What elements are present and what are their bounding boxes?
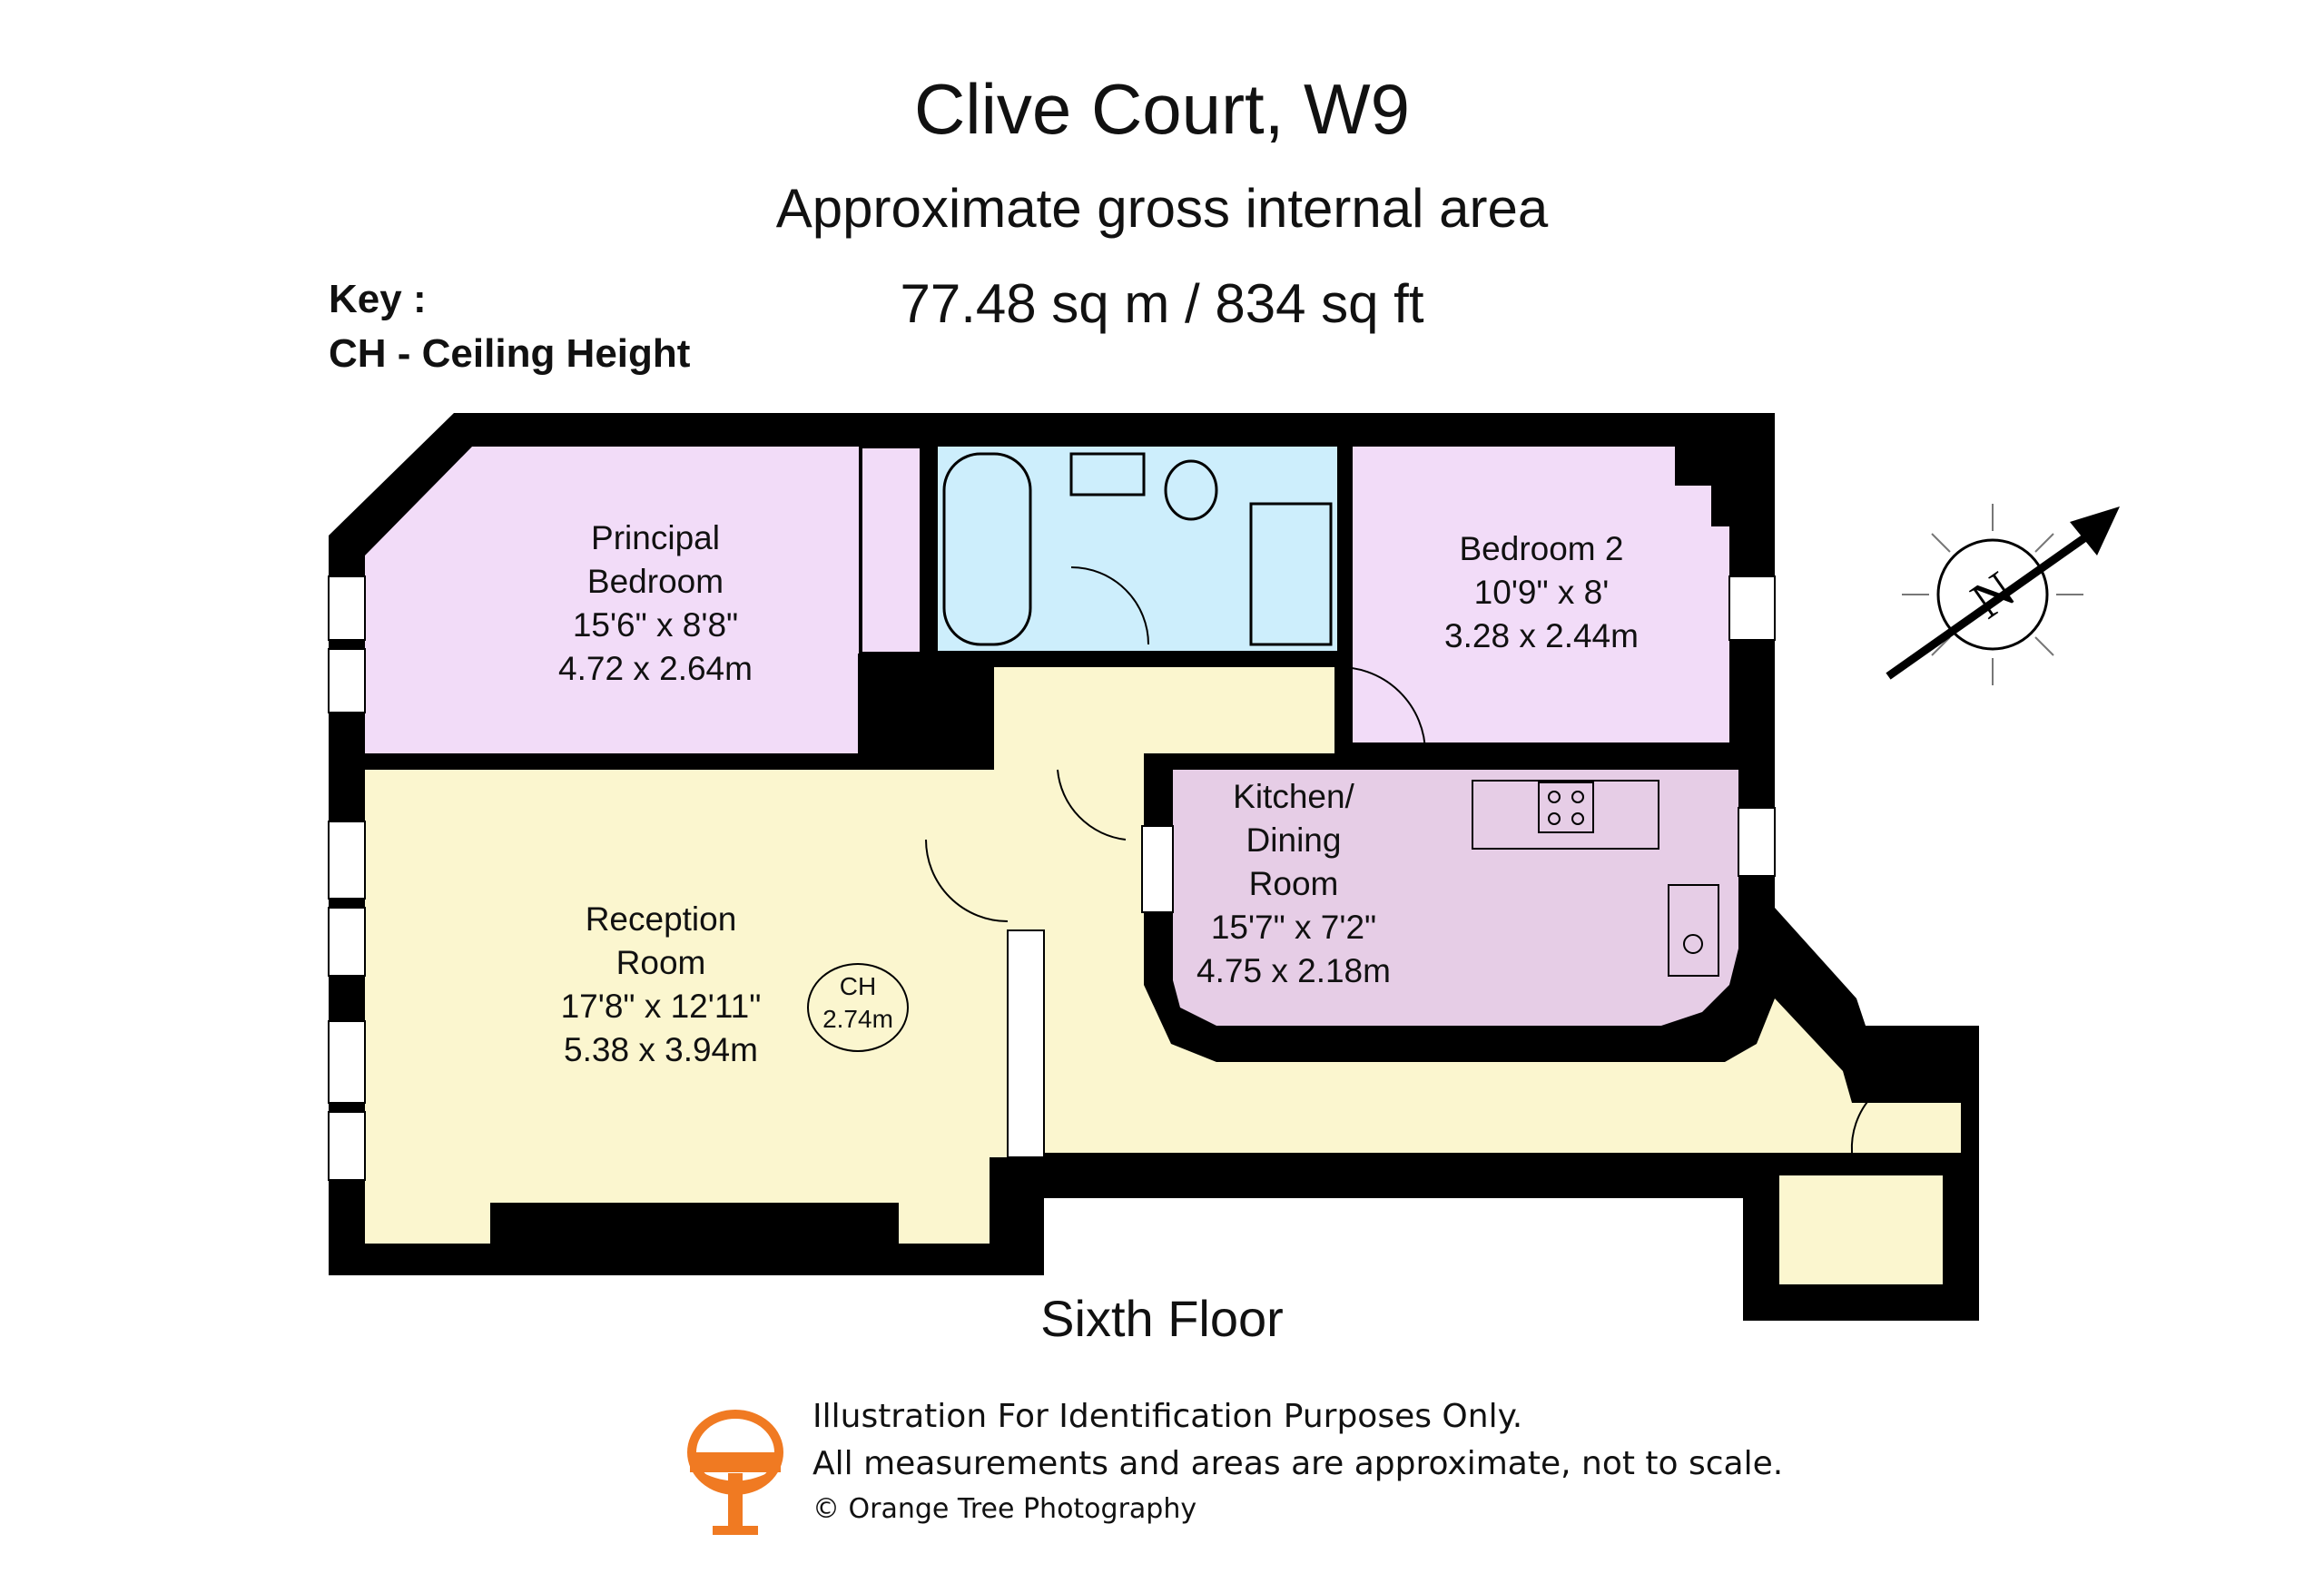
svg-text:4.72 x 2.64m: 4.72 x 2.64m: [558, 650, 753, 687]
compass-icon: N: [1886, 504, 2120, 685]
disclaimer-line-1: Illustration For Identification Purposes…: [812, 1398, 1523, 1435]
orange-tree-logo-icon: [687, 1410, 783, 1535]
svg-text:Dining: Dining: [1246, 821, 1342, 859]
key-heading: Key :: [329, 277, 427, 321]
ceiling-height-marker: CH 2.74m: [807, 963, 909, 1052]
copyright-line: © Orange Tree Photography: [812, 1493, 1197, 1525]
hallway-floor: [994, 667, 1961, 1153]
ceiling-height-label: CH: [840, 972, 876, 1000]
svg-text:15'6" x 8'8": 15'6" x 8'8": [573, 606, 738, 644]
svg-text:5.38 x 3.94m: 5.38 x 3.94m: [564, 1031, 758, 1068]
svg-text:10'9" x 8': 10'9" x 8': [1474, 574, 1610, 611]
reception-room-floor: [365, 770, 1008, 1244]
washbasin-icon: [1069, 452, 1146, 497]
svg-text:17'8" x 12'11": 17'8" x 12'11": [561, 988, 762, 1025]
disclaimer-line-2: All measurements and areas are approxima…: [812, 1445, 1784, 1482]
bedroom2-label: Bedroom 2 10'9" x 8' 3.28 x 2.44m: [1444, 530, 1639, 654]
bathtub-icon: [942, 452, 1032, 646]
svg-text:Bedroom: Bedroom: [587, 563, 724, 600]
plan-subtitle: Approximate gross internal area: [775, 178, 1549, 239]
svg-text:Room: Room: [616, 944, 706, 981]
wardrobe: [859, 445, 923, 655]
svg-text:Principal: Principal: [591, 519, 720, 556]
reception-room-label: Reception Room 17'8" x 12'11" 5.38 x 3.9…: [561, 900, 762, 1068]
floor-label: Sixth Floor: [1040, 1290, 1284, 1347]
disclaimer: Illustration For Identification Purposes…: [812, 1393, 1783, 1531]
svg-text:Kitchen/: Kitchen/: [1233, 778, 1354, 815]
hob-icon: [1538, 782, 1594, 833]
key-entry-ceiling-height: CH - Ceiling Height: [329, 331, 691, 376]
plan-title: Clive Court, W9: [913, 69, 1411, 149]
svg-text:15'7" x 7'2": 15'7" x 7'2": [1211, 909, 1376, 946]
sink-icon: [1668, 884, 1719, 977]
bedroom2-floor: [1353, 447, 1729, 742]
svg-text:Bedroom 2: Bedroom 2: [1460, 530, 1624, 567]
principal-bedroom-floor: [365, 447, 921, 753]
door-swings: [892, 566, 1930, 1154]
windows: [328, 575, 1776, 1181]
gross-area: 77.48 sq m / 834 sq ft: [900, 273, 1424, 334]
shower-tray-icon: [1249, 502, 1333, 646]
key-legend: Key : CH - Ceiling Height: [329, 272, 690, 381]
svg-text:3.28 x 2.44m: 3.28 x 2.44m: [1444, 617, 1639, 654]
svg-text:Room: Room: [1249, 865, 1339, 902]
kitchen-dining-label: Kitchen/ Dining Room 15'7" x 7'2" 4.75 x…: [1196, 778, 1391, 989]
svg-text:Reception: Reception: [586, 900, 737, 938]
ceiling-height-value: 2.74m: [822, 1005, 893, 1033]
principal-bedroom-label: Principal Bedroom 15'6" x 8'8" 4.72 x 2.…: [558, 519, 753, 687]
toilet-icon: [1164, 459, 1218, 521]
storage-cupboard-floor: [1779, 1175, 1943, 1284]
svg-text:4.75 x 2.18m: 4.75 x 2.18m: [1196, 952, 1391, 989]
